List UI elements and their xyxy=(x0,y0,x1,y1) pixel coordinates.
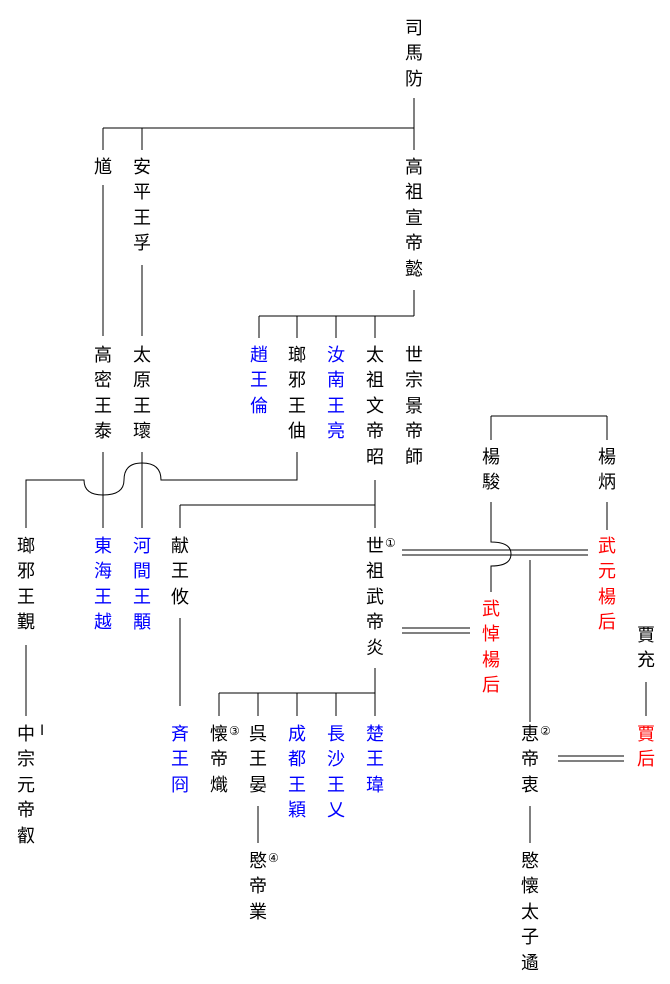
person-yang-bing: 楊炳 xyxy=(598,447,616,494)
person-taiyuan-wang-gui: 太原王瓌 xyxy=(133,345,151,443)
person-wu-wang-yan: 呉王晏 xyxy=(249,724,267,796)
person-min-di-ye: 愍帝業 xyxy=(249,851,267,923)
person-runan-wang-liang: 汝南王亮 xyxy=(327,345,345,443)
succession-badge-yuandi: I xyxy=(40,723,45,739)
person-shizu-wudi-yan: 世祖武帝炎 xyxy=(366,536,384,659)
succession-badge-huidi: ② xyxy=(540,724,551,738)
person-gaomi-wang-tai: 高密王泰 xyxy=(94,345,112,443)
person-gaozu-xuandi-yi: 高祖宣帝懿 xyxy=(405,157,423,280)
person-kui: 馗 xyxy=(94,157,112,178)
person-chu-wang-wei: 楚王瑋 xyxy=(366,724,384,796)
succession-badge-huaidi: ③ xyxy=(229,724,240,738)
person-chengdu-wang-ying: 成都王穎 xyxy=(288,724,306,822)
person-qi-wang-jiong: 斉王冏 xyxy=(171,724,189,796)
person-langya-wang-jin: 瑯邪王覲 xyxy=(17,536,35,634)
person-huai-di-chi: 懐帝熾 xyxy=(210,724,228,796)
person-wuyuan-yanghou: 武元楊后 xyxy=(598,536,616,634)
person-hejian-wang-yong: 河間王顒 xyxy=(133,536,151,634)
person-donghai-wang-yue: 東海王越 xyxy=(94,536,112,634)
person-an-ping-wang-fu: 安平王孚 xyxy=(133,157,151,255)
succession-badge-mindi: ④ xyxy=(268,851,279,865)
person-yang-jun: 楊駿 xyxy=(482,447,500,494)
person-langya-wang-zhou: 瑯邪王伷 xyxy=(288,345,306,443)
person-changsha-wang-yi: 長沙王乂 xyxy=(327,724,345,822)
person-zhao-wang-lun: 趙王倫 xyxy=(250,345,268,417)
person-shizong-jingdi-shi: 世宗景帝師 xyxy=(405,345,423,468)
person-taizu-wendi-zhao: 太祖文帝昭 xyxy=(366,345,384,468)
person-minhuai-taizi-yu: 愍懐太子遹 xyxy=(521,851,539,974)
person-jia-hou: 賈后 xyxy=(637,724,655,771)
person-jia-chong: 賈充 xyxy=(637,625,655,672)
person-zhongzong-yuandi-rui: 中宗元帝叡 xyxy=(17,724,35,847)
person-hui-di-zhong: 恵帝衷 xyxy=(521,724,539,796)
person-xian-wang-you: 献王攸 xyxy=(171,536,189,608)
person-sima-fang: 司馬防 xyxy=(405,18,423,90)
person-wudao-yanghou: 武悼楊后 xyxy=(482,599,500,697)
succession-badge-wudi: ① xyxy=(385,536,396,550)
